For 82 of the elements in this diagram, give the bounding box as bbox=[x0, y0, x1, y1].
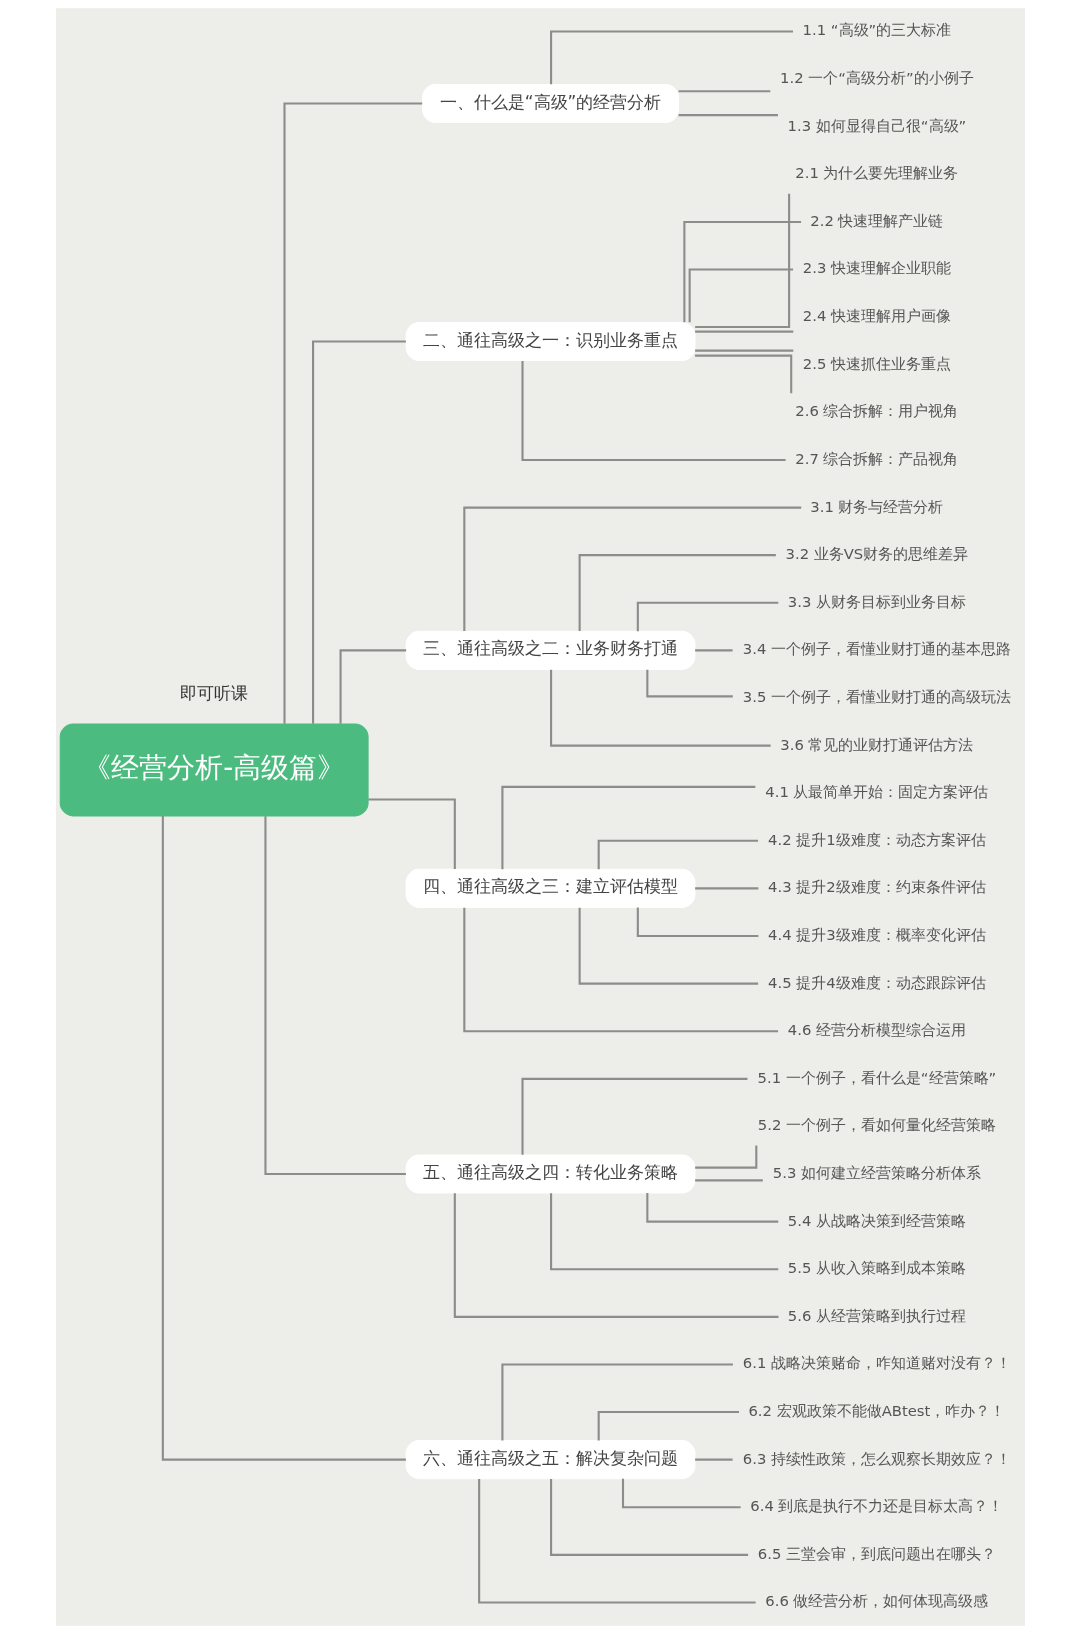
connector bbox=[311, 340, 406, 724]
node-text: 5.4 从战略决策到经营策略 bbox=[787, 1211, 966, 1229]
node-text: 6.3 持续性政策，怎么观察长期效应？！ bbox=[742, 1449, 1011, 1467]
connector bbox=[520, 1077, 747, 1155]
connector bbox=[161, 816, 406, 1461]
connector bbox=[367, 798, 456, 870]
connector bbox=[636, 601, 778, 632]
node-text: 4.1 从最简单开始：固定方案评估 bbox=[764, 783, 989, 801]
connector bbox=[694, 193, 790, 329]
connector bbox=[694, 1458, 733, 1461]
connector bbox=[694, 887, 758, 890]
connector bbox=[339, 649, 406, 724]
connector bbox=[694, 349, 793, 352]
node-text: 3.3 从财务目标到业务目标 bbox=[787, 592, 966, 610]
node-text: 4.4 提升3级难度：概率变化评估 bbox=[767, 925, 986, 943]
connector bbox=[678, 90, 770, 93]
connector bbox=[453, 1193, 778, 1318]
node-text: 6.4 到底是执行不力还是目标太高？！ bbox=[749, 1497, 1004, 1515]
node-box: 二、通往高级之一：识别业务重点 bbox=[405, 321, 695, 362]
connector bbox=[578, 554, 776, 632]
connector bbox=[645, 669, 733, 698]
label: 即可听课 bbox=[179, 682, 248, 703]
connector bbox=[645, 1193, 778, 1223]
node-text: 5.3 如何建立经营策略分析体系 bbox=[772, 1163, 981, 1181]
node-text: 3.5 一个例子，看懂业财打通的高级玩法 bbox=[742, 687, 1011, 705]
connector bbox=[500, 785, 755, 870]
node-text: 5.6 从经营策略到执行过程 bbox=[787, 1306, 966, 1324]
connector bbox=[282, 102, 422, 724]
connector bbox=[694, 330, 793, 333]
node-text: 2.3 快速理解企业职能 bbox=[802, 259, 951, 277]
connector bbox=[500, 1363, 733, 1441]
node-text: 4.5 提升4级难度：动态跟踪评估 bbox=[767, 973, 986, 991]
connector bbox=[682, 220, 801, 323]
node-text: 3.6 常见的业财打通评估方法 bbox=[779, 735, 974, 753]
node-text: 6.1 战略决策赌命，咋知道赌对没有？！ bbox=[742, 1354, 1011, 1372]
connector bbox=[520, 361, 786, 462]
node-box: 四、通往高级之三：建立评估模型 bbox=[405, 868, 695, 908]
node-text: 1.2 一个“高级分析”的小例子 bbox=[779, 69, 974, 87]
node-box: 《经营分析-高级篇》 bbox=[59, 723, 369, 817]
node-text: 2.2 快速理解产业链 bbox=[809, 211, 944, 229]
node-text: 2.4 快速理解用户画像 bbox=[802, 307, 951, 325]
node-text: 4.2 提升1级难度：动态方案评估 bbox=[767, 830, 986, 848]
node-text: 2.6 综合拆解：用户视角 bbox=[794, 402, 959, 420]
node-text: 5.1 一个例子，看什么是“经营策略” bbox=[757, 1068, 996, 1086]
connector bbox=[694, 354, 792, 394]
connector bbox=[462, 907, 778, 1033]
connector bbox=[477, 1478, 756, 1604]
node-text: 1.3 如何显得自己很“高级” bbox=[787, 116, 966, 134]
node-text: 4.6 经营分析模型综合运用 bbox=[787, 1021, 966, 1039]
node-text: 6.5 三堂会审，到底问题出在哪头？ bbox=[757, 1544, 996, 1562]
node-text: 5.5 从收入策略到成本策略 bbox=[787, 1259, 966, 1277]
node-text: 2.7 综合拆解：产品视角 bbox=[794, 449, 959, 467]
node-text: 2.1 为什么要先理解业务 bbox=[794, 164, 959, 182]
node-text: 6.6 做经营分析，如何体现高级感 bbox=[764, 1592, 989, 1610]
connector bbox=[578, 907, 758, 985]
connector bbox=[621, 1478, 741, 1509]
node-text: 1.1 “高级”的三大标准 bbox=[802, 21, 951, 39]
node-text: 3.2 业务VS财务的思维差异 bbox=[785, 545, 968, 563]
connector bbox=[636, 907, 758, 938]
connector bbox=[688, 268, 793, 323]
node-text: 2.5 快速抓住业务重点 bbox=[802, 354, 951, 372]
node-box: 五、通往高级之四：转化业务策略 bbox=[405, 1154, 695, 1194]
connector bbox=[597, 1411, 739, 1441]
connector bbox=[694, 1179, 763, 1182]
node-box: 一、什么是“高级”的经营分析 bbox=[421, 83, 679, 124]
connector bbox=[462, 506, 801, 632]
node-text: 3.4 一个例子，看懂业财打通的基本思路 bbox=[742, 640, 1011, 658]
connector bbox=[597, 839, 758, 870]
node-text: 5.2 一个例子，看如何量化经营策略 bbox=[757, 1116, 996, 1134]
node-text: 3.1 财务与经营分析 bbox=[809, 497, 944, 515]
connector bbox=[694, 1145, 757, 1169]
connector bbox=[694, 649, 733, 652]
node-text: 6.2 宏观政策不能做ABtest，咋办？！ bbox=[747, 1401, 1005, 1419]
node-text: 4.3 提升2级难度：约束条件评估 bbox=[767, 878, 986, 896]
connector bbox=[549, 669, 771, 747]
node-box: 三、通往高级之二：业务财务打通 bbox=[405, 630, 695, 670]
connector bbox=[549, 1193, 778, 1271]
connector bbox=[263, 816, 406, 1176]
connector bbox=[678, 114, 778, 117]
connector bbox=[549, 1478, 748, 1556]
connector bbox=[549, 30, 793, 85]
node-box: 六、通往高级之五：解决复杂问题 bbox=[405, 1440, 695, 1480]
